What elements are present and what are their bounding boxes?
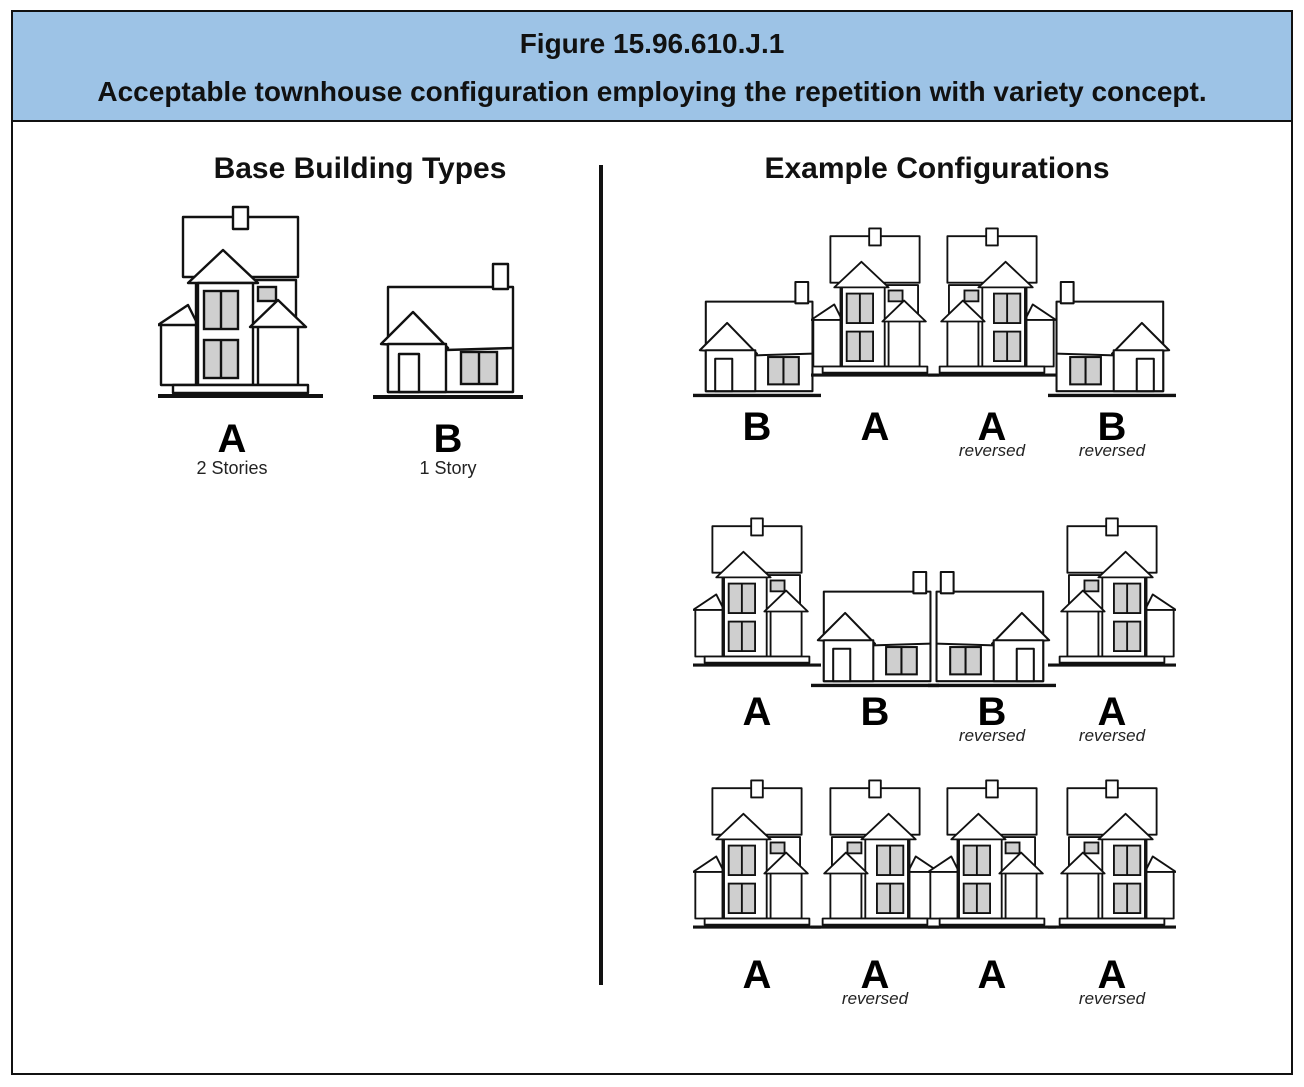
townhouse-unit-a-reversed [1048,516,1176,668]
house-a-drawing [158,205,323,398]
base-type-description: 1 Story [419,458,476,478]
house-b-drawing [373,262,523,399]
townhouse-unit-a-reversed [811,778,939,929]
reversed-label: reversed [1079,989,1146,1008]
townhouse-unit-b-reversed [928,570,1056,688]
townhouse-unit-b [811,570,939,688]
base-type-letter: A [218,417,247,461]
unit-letter: A [743,690,772,734]
base-type-description: 2 Stories [196,458,267,478]
townhouse-unit-a [693,516,821,668]
examples-title: Example Configurations [764,152,1109,185]
townhouse-unit-a [693,778,821,929]
townhouse-unit-a-reversed [928,226,1056,378]
unit-letter: B [978,690,1007,734]
unit-letter: A [978,953,1007,997]
reversed-label: reversed [959,441,1026,460]
base-type-letter: B [434,417,463,461]
unit-letter: A [861,405,890,449]
unit-letter: A [978,405,1007,449]
figure-caption: Acceptable townhouse configuration emplo… [97,76,1207,107]
reversed-label: reversed [842,989,909,1008]
base-types-title: Base Building Types [214,152,507,185]
reversed-label: reversed [959,726,1026,745]
townhouse-unit-b-reversed [1048,280,1176,398]
townhouse-unit-a [811,226,939,378]
unit-letter: B [1098,405,1127,449]
townhouse-unit-b [693,280,821,398]
unit-letter: A [861,953,890,997]
figure-header: Figure 15.96.610.J.1 Acceptable townhous… [13,12,1291,122]
unit-letter: A [1098,690,1127,734]
figure-number: Figure 15.96.610.J.1 [519,28,785,59]
figure-frame: Figure 15.96.610.J.1 Acceptable townhous… [11,10,1293,1075]
unit-letter: B [743,405,772,449]
reversed-label: reversed [1079,726,1146,745]
unit-letter: B [861,690,890,734]
townhouse-unit-a-reversed [1048,778,1176,929]
unit-letter: A [1098,953,1127,997]
reversed-label: reversed [1079,441,1146,460]
unit-letter: A [743,953,772,997]
townhouse-unit-a [928,778,1056,929]
